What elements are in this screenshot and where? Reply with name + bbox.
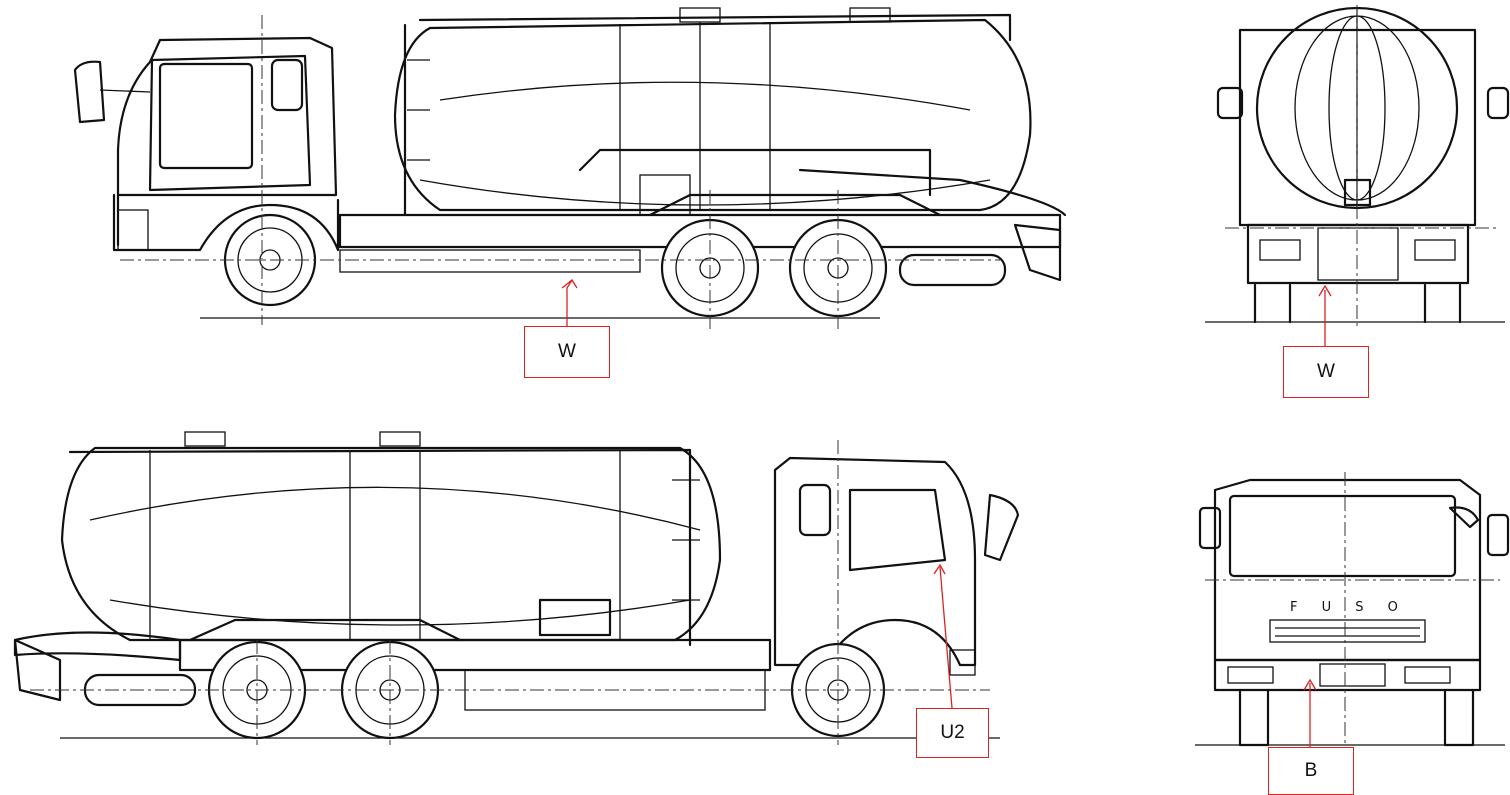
front-view: F U S O bbox=[1195, 472, 1510, 752]
arrowhead-c2 bbox=[1318, 284, 1332, 297]
arrowhead-c3 bbox=[933, 563, 946, 575]
arrow-c1 bbox=[566, 279, 573, 326]
side-view-right bbox=[13, 431, 1020, 745]
callout-u2-side: U2 bbox=[916, 708, 989, 758]
callout-b-front: B bbox=[1268, 747, 1354, 795]
callout-arrows bbox=[561, 279, 1332, 747]
grille-brand-text: F U S O bbox=[1290, 600, 1408, 615]
callout-w-rear: W bbox=[1283, 346, 1369, 398]
arrowhead-c4 bbox=[1303, 678, 1317, 691]
side-view-left bbox=[73, 7, 1067, 330]
arrow-c3 bbox=[939, 566, 953, 709]
rear-view bbox=[1205, 5, 1510, 330]
callout-w-side: W bbox=[524, 326, 610, 378]
arrowhead-c1 bbox=[561, 279, 578, 289]
